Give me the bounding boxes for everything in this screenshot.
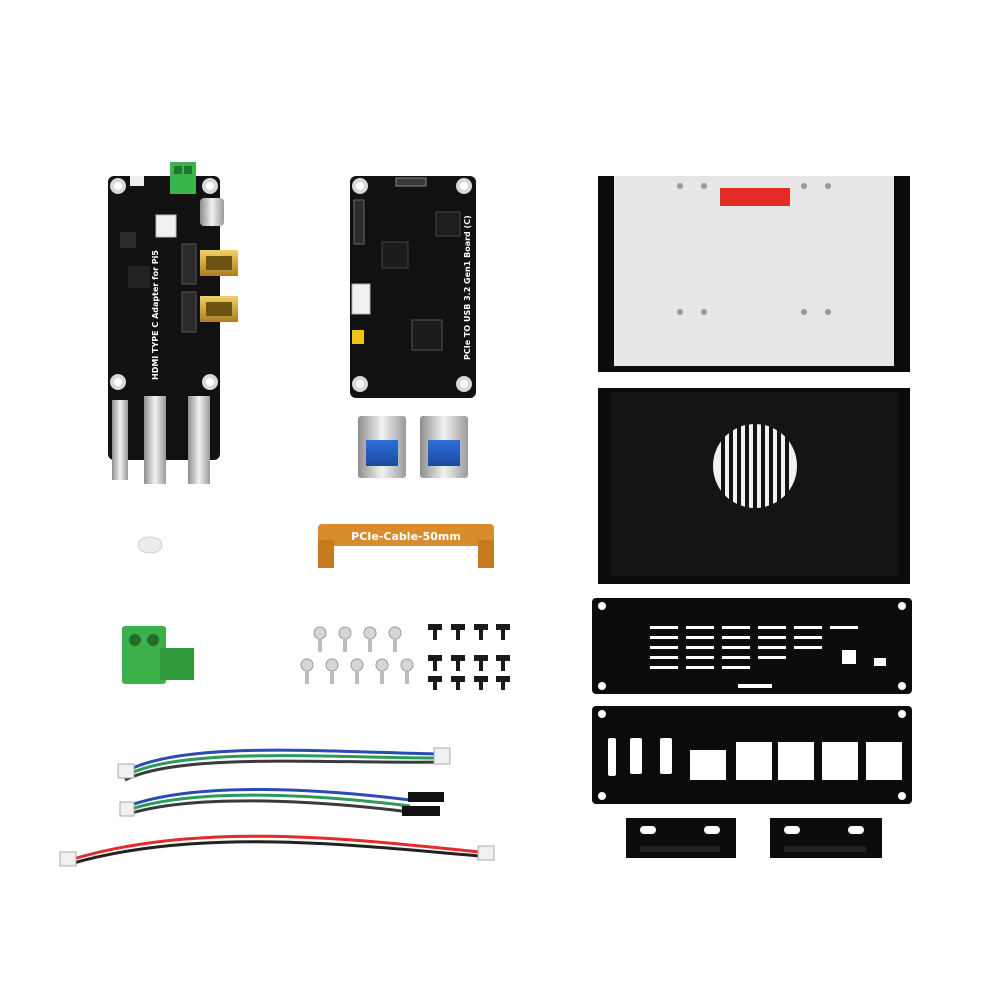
hdmi-adapter-board: HDMI TYPE C Adapter for Pi5 (108, 162, 238, 484)
thermal-pad (720, 188, 790, 206)
power-terminal-block (170, 162, 196, 194)
screw-silver-icon (388, 626, 402, 652)
screw-silver-icon (350, 658, 364, 684)
screw-silver-icon (400, 658, 414, 684)
mounting-bracket-left (626, 818, 736, 858)
screw-black-icon (451, 624, 465, 640)
mounting-bracket-right (770, 818, 882, 858)
hdmi-plug-2 (144, 396, 166, 484)
screw-black-icon (428, 624, 442, 640)
screw-black-icon (451, 676, 465, 690)
screw-silver-icon (325, 658, 339, 684)
screw-black-icon (496, 655, 510, 671)
hdmi-board-label: HDMI TYPE C Adapter for Pi5 (151, 250, 160, 380)
screw-black-icon (474, 624, 488, 640)
screw-black-icon (496, 624, 510, 640)
screw-black-icon (474, 655, 488, 671)
screw-silver-icon (300, 658, 314, 684)
usb-board-label: PCIe TO USB 3.2 Gen1 Board (C) (463, 215, 472, 360)
screw-black-icon (451, 655, 465, 671)
hdmi-plug-1 (112, 400, 128, 480)
screw-silver-icon (375, 658, 389, 684)
case-top-shell (598, 176, 910, 372)
case-rear-panel (592, 706, 912, 804)
pcie-usb-board: PCIe TO USB 3.2 Gen1 Board (C) (350, 176, 476, 478)
green-terminal-block (122, 626, 194, 684)
screw-black-icon (428, 655, 442, 671)
screw-black-icon (474, 676, 488, 690)
screw-black-icon (428, 676, 442, 690)
pcie-cable-label: PCIe-Cable-50mm (351, 530, 461, 543)
case-bottom-shell (598, 388, 910, 584)
screw-silver-icon (363, 626, 377, 652)
black-screws (428, 624, 510, 690)
screw-black-icon (496, 676, 510, 690)
screw-silver-icon (338, 626, 352, 652)
case-front-panel (592, 598, 912, 694)
pcie-flex-cable: PCIe-Cable-50mm (318, 524, 494, 568)
screw-silver-icon (313, 626, 327, 652)
light-pipe-spacer (137, 536, 163, 554)
hdmi-plug-3 (188, 396, 210, 484)
silver-screws (300, 626, 414, 684)
usb-c-port (200, 198, 224, 226)
wire-cables (59, 747, 495, 867)
